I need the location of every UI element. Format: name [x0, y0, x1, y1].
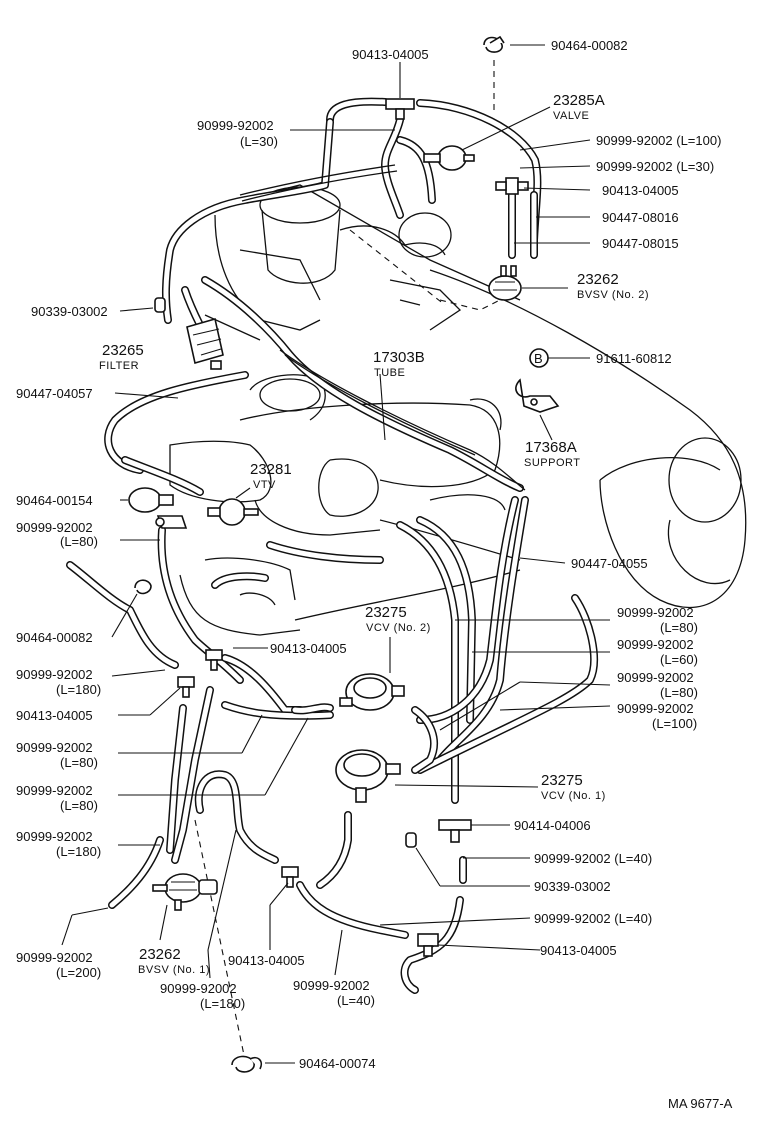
- label-23262-bottom: 23262: [139, 946, 181, 963]
- label-90999-92002-l30: 90999-92002 (L=30): [596, 159, 714, 174]
- label-17303B: 17303B: [373, 349, 425, 366]
- label-90413-04005-left: 90413-04005: [16, 708, 93, 723]
- label-90999-92002-l40-c: 90999-92002: [293, 978, 370, 993]
- label-diagram-code: MA 9677-A: [668, 1096, 733, 1111]
- vacuum-hoses: [66, 97, 599, 994]
- label-vtv: VTV: [253, 479, 276, 491]
- label-23275-no1: 23275: [541, 772, 583, 789]
- tee-fitting-mid: [205, 649, 223, 671]
- label-90464-00082-left: 90464-00082: [16, 630, 93, 645]
- label-90999-92002-l80-b: 90999-92002: [617, 605, 694, 620]
- label-bolt-marker-letter: B: [534, 351, 543, 366]
- vtv-23281: [207, 498, 259, 526]
- label-support: SUPPORT: [524, 457, 580, 469]
- label-l80-d: (L=80): [60, 755, 98, 770]
- label-23285A: 23285A: [553, 92, 605, 109]
- label-bvsv-no2: BVSV (No. 2): [577, 289, 649, 301]
- fitting-left: [155, 515, 188, 529]
- support-bracket: [515, 378, 560, 413]
- label-90447-08015: 90447-08015: [602, 236, 679, 251]
- vcv-no2: [339, 673, 405, 711]
- tee-fitting-left-lower: [177, 676, 195, 698]
- cap-lower: [405, 832, 417, 848]
- label-90413-04005-bottom: 90413-04005: [228, 953, 305, 968]
- dashed-leaders: [194, 60, 501, 1061]
- label-90339-03002-top: 90339-03002: [31, 304, 108, 319]
- valve-23285A: [423, 145, 475, 171]
- label-l60: (L=60): [660, 652, 698, 667]
- label-90999-92002-l80-d: 90999-92002: [16, 740, 93, 755]
- label-90339-03002-lower: 90339-03002: [534, 879, 611, 894]
- label-90447-04055: 90447-04055: [571, 556, 648, 571]
- label-l80-a: (L=80): [60, 534, 98, 549]
- label-23262-top: 23262: [577, 271, 619, 288]
- label-tube: TUBE: [374, 367, 405, 379]
- label-l80-c: (L=80): [660, 685, 698, 700]
- label-90464-00074: 90464-00074: [299, 1056, 376, 1071]
- label-90999-92002-l40-a: 90999-92002 (L=40): [534, 851, 652, 866]
- label-90413-04005-lower-right: 90413-04005: [540, 943, 617, 958]
- tee-fitting-right: [495, 177, 529, 195]
- leader-lines: [61, 44, 611, 1064]
- label-90464-00082-top: 90464-00082: [551, 38, 628, 53]
- label-vcv-no2: VCV (No. 2): [366, 622, 431, 634]
- bvsv-no2: [488, 265, 522, 301]
- label-90414-04006: 90414-04006: [514, 818, 591, 833]
- label-90999-92002-l180-a: 90999-92002: [16, 667, 93, 682]
- label-90999-92002-l100-b: 90999-92002: [617, 701, 694, 716]
- label-90464-00154: 90464-00154: [16, 493, 93, 508]
- label-90999-92002-l200: 90999-92002: [16, 950, 93, 965]
- label-l30-left: (L=30): [240, 134, 278, 149]
- filter-23265: [186, 317, 224, 370]
- label-90999-92002-l60: 90999-92002: [617, 637, 694, 652]
- label-filter: FILTER: [99, 360, 139, 372]
- tee-fitting-04006: [438, 819, 472, 843]
- label-90999-92002-l180-c: 90999-92002: [160, 981, 237, 996]
- label-l180-a: (L=180): [56, 682, 101, 697]
- components: [128, 35, 560, 1073]
- cap-top: [154, 297, 166, 313]
- hose-clip-bottom: [231, 1055, 263, 1073]
- label-23265: 23265: [102, 342, 144, 359]
- part-labels: 90413-04005 90464-00082 23285A VALVE 909…: [16, 38, 733, 1111]
- label-l180-c: (L=180): [200, 996, 245, 1011]
- label-l100-b: (L=100): [652, 716, 697, 731]
- label-vcv-no1: VCV (No. 1): [541, 790, 606, 802]
- label-90999-92002-l80-e: 90999-92002: [16, 783, 93, 798]
- label-90447-04057: 90447-04057: [16, 386, 93, 401]
- label-90999-92002-l30-left: 90999-92002: [197, 118, 274, 133]
- label-90447-08016: 90447-08016: [602, 210, 679, 225]
- label-l40-c: (L=40): [337, 993, 375, 1008]
- label-17368A: 17368A: [525, 439, 577, 456]
- label-90413-04005-mid: 90413-04005: [270, 641, 347, 656]
- hose-clip-left: [134, 579, 152, 595]
- label-90413-04005-top: 90413-04005: [352, 47, 429, 62]
- label-90999-92002-l100: 90999-92002 (L=100): [596, 133, 721, 148]
- label-90999-92002-l80-c: 90999-92002: [617, 670, 694, 685]
- label-90999-92002-l180-b: 90999-92002: [16, 829, 93, 844]
- label-91611-60812: 91611-60812: [596, 351, 672, 366]
- label-23281: 23281: [250, 461, 292, 478]
- label-bvsv-no1: BVSV (No. 1): [138, 964, 210, 976]
- vcv-no1: [335, 749, 401, 803]
- label-valve: VALVE: [553, 110, 589, 122]
- hose-clip-top: [483, 35, 505, 53]
- label-90999-92002-l40-b: 90999-92002 (L=40): [534, 911, 652, 926]
- label-l80-e: (L=80): [60, 798, 98, 813]
- tee-fitting-top: [385, 98, 415, 120]
- tee-fitting-bottom: [281, 866, 299, 888]
- tee-fitting-lower-right: [417, 933, 439, 957]
- label-l80-b: (L=80): [660, 620, 698, 635]
- bvsv-no1: [152, 873, 218, 911]
- label-90413-04005-right: 90413-04005: [602, 183, 679, 198]
- hose-clamp-00154: [128, 487, 174, 513]
- label-l200: (L=200): [56, 965, 101, 980]
- label-l180-b: (L=180): [56, 844, 101, 859]
- label-90999-92002-l80-a: 90999-92002: [16, 520, 93, 535]
- engine-outline: [169, 184, 747, 636]
- label-23275-no2: 23275: [365, 604, 407, 621]
